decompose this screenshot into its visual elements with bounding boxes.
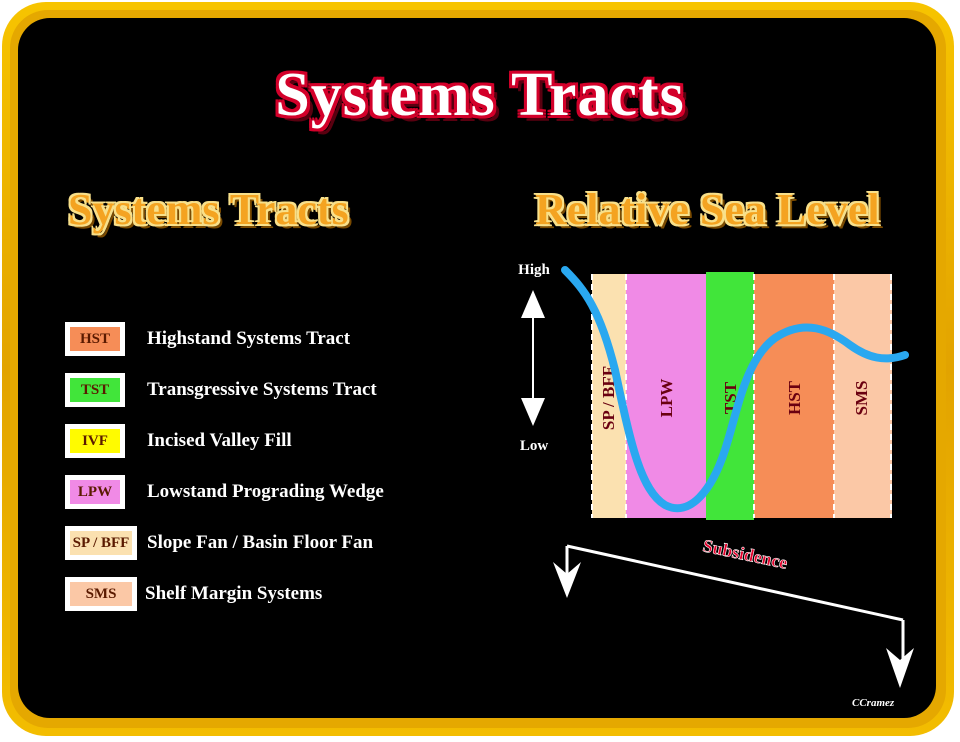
band-label-lpw: LPW: [657, 379, 676, 418]
band-label-hst: HST: [785, 380, 804, 415]
legend-label-sms: Shelf Margin Systems: [145, 583, 323, 604]
right-heading: Relative Sea Level: [535, 185, 880, 234]
legend-swatch-sp-bff: SP / BFF: [65, 526, 137, 560]
legend-swatch-ivf: IVF: [65, 424, 125, 458]
down-arrow-icon: [521, 398, 545, 426]
low-label: Low: [520, 438, 549, 454]
legend-label-ivf: Incised Valley Fill: [147, 430, 292, 451]
credit: CCramez: [852, 697, 895, 709]
band-hst: [754, 274, 834, 518]
legend-swatch-hst: HST: [65, 322, 125, 356]
band-sms: [834, 274, 892, 518]
legend-label-sp-bff: Slope Fan / Basin Floor Fan: [147, 532, 374, 553]
subsidence-line: [566, 544, 904, 622]
legend-swatch-sms: SMS: [65, 577, 137, 611]
left-heading: Systems Tracts: [68, 185, 349, 234]
sea-level-curve: [561, 266, 909, 513]
main-title: Systems Tracts: [275, 61, 685, 129]
high-label: High: [518, 262, 550, 278]
legend-swatch-lpw: LPW: [65, 475, 125, 509]
legend-swatch-tst: TST: [65, 373, 125, 407]
up-arrow-icon: [521, 290, 545, 318]
legend-label-hst: Highstand Systems Tract: [147, 328, 351, 349]
subsidence-right-arrow-icon: [886, 648, 914, 688]
subsidence-left-arrow-icon: [553, 562, 581, 598]
band-label-sms: SMS: [852, 381, 871, 416]
band-label-sp-bff: SP / BFF: [599, 366, 618, 430]
subsidence-label: Subsidence: [701, 535, 789, 572]
legend-label-lpw: Lowstand Prograding Wedge: [147, 481, 384, 502]
band-dividers: [591, 274, 892, 518]
legend-label-tst: Transgressive Systems Tract: [147, 379, 377, 400]
